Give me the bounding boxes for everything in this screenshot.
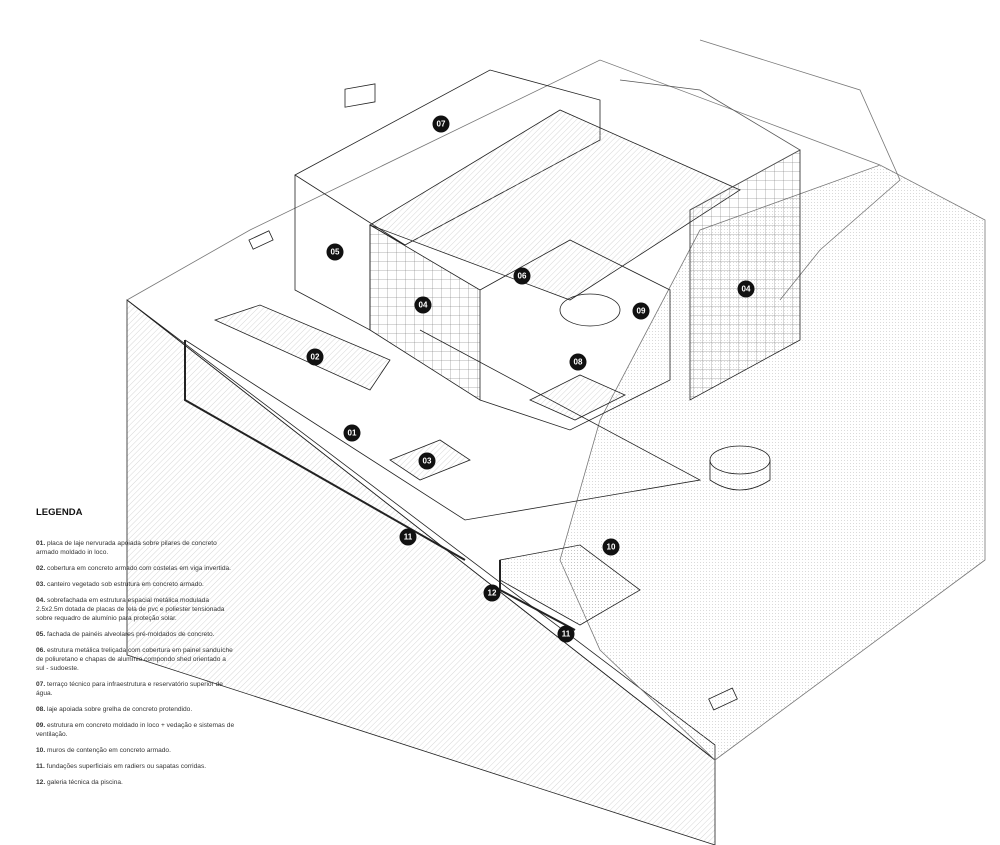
pool-08 <box>529 374 626 421</box>
callout-circle <box>569 353 587 371</box>
legend-item-text: estrutura metálica treliçada com cobertu… <box>36 647 233 672</box>
legend-title: LEGENDA <box>36 507 83 518</box>
legend-item: 04. sobrefachada em estrutura espacial m… <box>36 596 236 623</box>
legend-item-text: cobertura em concreto armado com costela… <box>47 565 231 572</box>
callout-number: 04 <box>419 301 428 310</box>
legend-item: 08. laje apoiada sobre grelha de concret… <box>36 705 236 714</box>
callout-circle <box>414 296 432 314</box>
legend-item-text: muros de contenção em concreto armado. <box>47 747 171 754</box>
legend-item-number: 05. <box>36 631 46 638</box>
legend-item-number: 04. <box>36 597 46 604</box>
legend-item: 02. cobertura em concreto armado com cos… <box>36 564 236 573</box>
callout-number: 01 <box>348 429 357 438</box>
callout-circle <box>418 452 436 470</box>
callout-number: 11 <box>404 533 413 542</box>
legend: LEGENDA 01. placa de laje nervurada apoi… <box>36 508 236 794</box>
legend-item-text: sobrefachada em estrutura espacial metál… <box>36 597 225 622</box>
legend-item-number: 02. <box>36 565 46 572</box>
callout-number: 10 <box>607 543 616 552</box>
callout-circle <box>557 625 575 643</box>
legend-item-number: 12. <box>36 779 46 786</box>
callout-number: 08 <box>574 358 583 367</box>
callout-marker: 02 <box>306 348 324 366</box>
callout-circle <box>399 528 417 546</box>
callout-marker: 06 <box>513 267 531 285</box>
callout-circle <box>326 243 344 261</box>
callout-marker: 05 <box>326 243 344 261</box>
legend-item-text: galeria técnica da piscina. <box>47 779 123 786</box>
slab-01 <box>184 329 702 521</box>
legend-item-text: estrutura em concreto moldado in loco + … <box>36 722 235 738</box>
ground-front-face <box>126 299 716 845</box>
legend-item: 07. terraço técnico para infraestrutura … <box>36 680 236 698</box>
callout-circle <box>513 267 531 285</box>
legend-item: 10. muros de contenção em concreto armad… <box>36 746 236 755</box>
callout-number: 06 <box>518 272 527 281</box>
callout-marker: 08 <box>569 353 587 371</box>
legend-item-number: 03. <box>36 581 46 588</box>
callout-marker: 03 <box>418 452 436 470</box>
callout-marker: 07 <box>432 115 450 133</box>
callout-number: 04 <box>742 285 751 294</box>
callout-circle <box>343 424 361 442</box>
callout-circle <box>632 302 650 320</box>
callout-circle <box>602 538 620 556</box>
callout-number: 05 <box>331 248 340 257</box>
legend-item: 12. galeria técnica da piscina. <box>36 778 236 787</box>
callout-number: 07 <box>437 120 446 129</box>
legend-item: 03. canteiro vegetado sob estrutura em c… <box>36 580 236 589</box>
site-top <box>126 59 881 301</box>
callout-circle <box>432 115 450 133</box>
callout-circle <box>483 584 501 602</box>
legend-item-text: fundações superficiais em radiers ou sap… <box>46 763 207 770</box>
legend-item-number: 10. <box>36 747 46 754</box>
building-05-volume <box>294 69 601 246</box>
legend-item-number: 07. <box>36 681 46 688</box>
callout-marker: 01 <box>343 424 361 442</box>
legend-item-number: 09. <box>36 722 46 729</box>
legend-item-text: placa de laje nervurada apoiada sobre pi… <box>36 540 217 556</box>
legend-item-number: 06. <box>36 647 46 654</box>
callout-marker: 09 <box>632 302 650 320</box>
callout-marker: 04 <box>414 296 432 314</box>
legend-item-text: canteiro vegetado sob estrutura em concr… <box>47 581 204 588</box>
legend-item: 09. estrutura em concreto moldado in loc… <box>36 721 236 739</box>
callout-circle <box>737 280 755 298</box>
callout-marker: 11 <box>399 528 417 546</box>
legend-item-text: terraço técnico para infraestrutura e re… <box>36 681 223 697</box>
callout-number: 12 <box>488 589 497 598</box>
legend-item-text: fachada de painéis alveolares pré-moldad… <box>47 631 215 638</box>
legend-item-number: 01. <box>36 540 46 547</box>
callout-marker: 12 <box>483 584 501 602</box>
callout-number: 11 <box>562 630 571 639</box>
legend-item: 11. fundações superficiais em radiers ou… <box>36 762 236 771</box>
callout-marker: 10 <box>602 538 620 556</box>
legend-item-number: 08. <box>36 706 46 713</box>
legend-item: 05. fachada de painéis alveolares pré-mo… <box>36 630 236 639</box>
callout-number: 02 <box>311 353 320 362</box>
legend-item-number: 11. <box>36 763 45 770</box>
callout-circle <box>306 348 324 366</box>
legend-item-text: laje apoiada sobre grelha de concreto pr… <box>47 706 193 713</box>
callout-number: 03 <box>423 457 432 466</box>
central-block-09 <box>479 239 671 431</box>
legend-item: 06. estrutura metálica treliçada com cob… <box>36 646 236 673</box>
callout-number: 09 <box>637 307 646 316</box>
legend-item: 01. placa de laje nervurada apoiada sobr… <box>36 539 236 557</box>
callout-marker: 11 <box>557 625 575 643</box>
callout-marker: 04 <box>737 280 755 298</box>
